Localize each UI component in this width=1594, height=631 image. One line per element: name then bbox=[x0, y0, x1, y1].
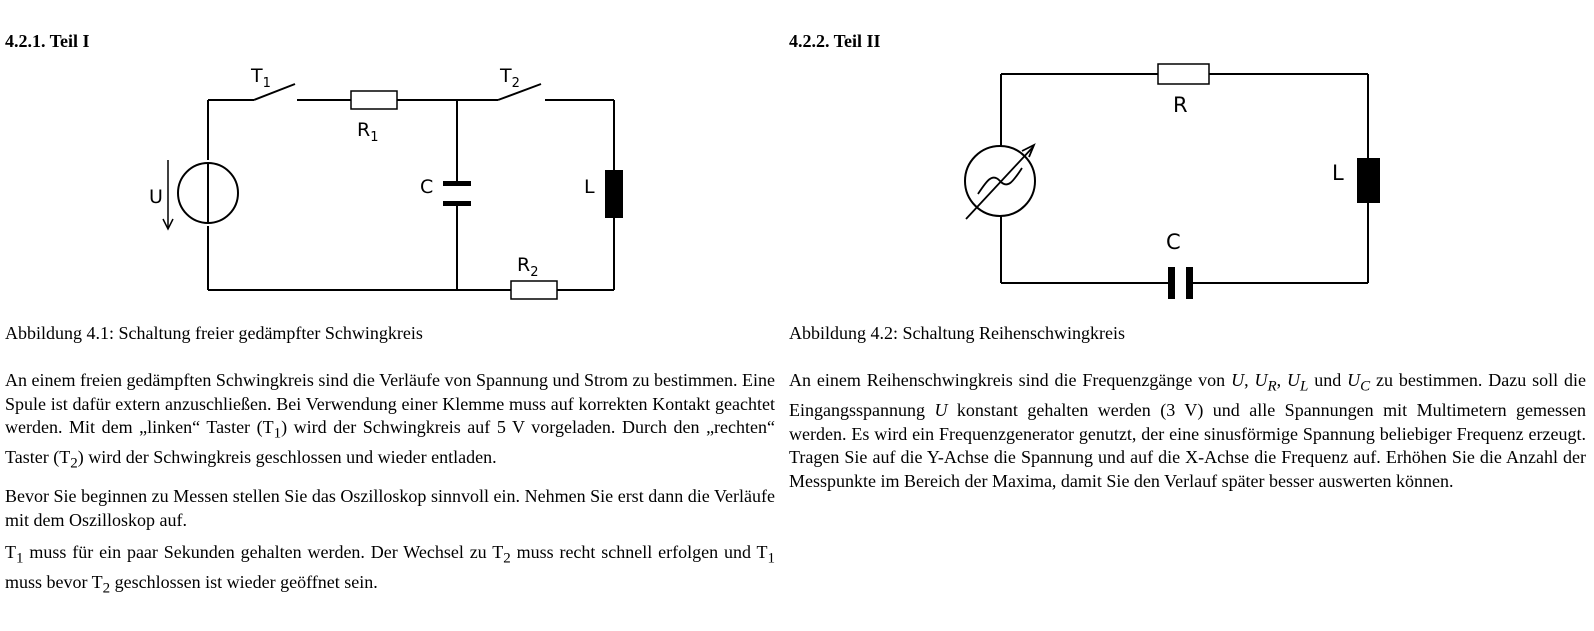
label-l: L bbox=[1332, 161, 1344, 185]
capacitor-c-icon bbox=[1168, 267, 1193, 299]
figure-caption-4-1: Abbildung 4.1: Schaltung freier gedämpft… bbox=[5, 323, 423, 343]
label-u: U bbox=[149, 186, 163, 208]
paragraph-1: An einem Reihenschwingkreis sind die Fre… bbox=[789, 370, 1587, 491]
inductor-l-icon bbox=[1357, 158, 1380, 203]
label-c: C bbox=[1166, 230, 1181, 254]
section-heading-part-1: 4.2.1. Teil I bbox=[5, 31, 90, 51]
switch-t2-icon bbox=[497, 83, 542, 101]
resistor-r-icon bbox=[1157, 63, 1210, 85]
part-2-body: An einem Reihenschwingkreis sind die Fre… bbox=[789, 369, 1586, 493]
label-r1: R1 bbox=[357, 119, 378, 145]
label-r2: R2 bbox=[517, 254, 538, 280]
circuit-diagram-series-resonant: R L C bbox=[964, 63, 1380, 299]
part-1-body: An einem freien gedämpften Schwingkreis … bbox=[5, 369, 775, 601]
resistor-r1-icon bbox=[350, 90, 398, 110]
capacitor-c-icon bbox=[443, 181, 471, 206]
label-l: L bbox=[584, 176, 595, 198]
inductor-l-icon bbox=[605, 170, 623, 218]
label-t2: T2 bbox=[499, 65, 520, 91]
figure-caption-4-2: Abbildung 4.2: Schaltung Reihenschwingkr… bbox=[789, 323, 1125, 343]
paragraph-2: Bevor Sie beginnen zu Messen stellen Sie… bbox=[5, 486, 775, 530]
paragraph-1: An einem freien gedämpften Schwingkreis … bbox=[5, 370, 776, 472]
frequency-generator-icon bbox=[964, 143, 1036, 220]
label-r: R bbox=[1173, 93, 1188, 117]
resistor-r2-icon bbox=[510, 280, 558, 300]
section-heading-part-2: 4.2.2. Teil II bbox=[789, 31, 881, 51]
voltage-arrow-icon bbox=[162, 160, 174, 231]
circuit-diagram-damped-oscillator: T1 T2 R1 R2 C L U bbox=[149, 65, 623, 300]
switch-t1-icon bbox=[253, 83, 296, 101]
label-t1: T1 bbox=[250, 65, 271, 91]
label-c: C bbox=[420, 176, 433, 198]
paragraph-3: T1 muss für ein paar Sekunden gehalten w… bbox=[5, 542, 775, 597]
voltage-source-icon bbox=[177, 162, 239, 224]
